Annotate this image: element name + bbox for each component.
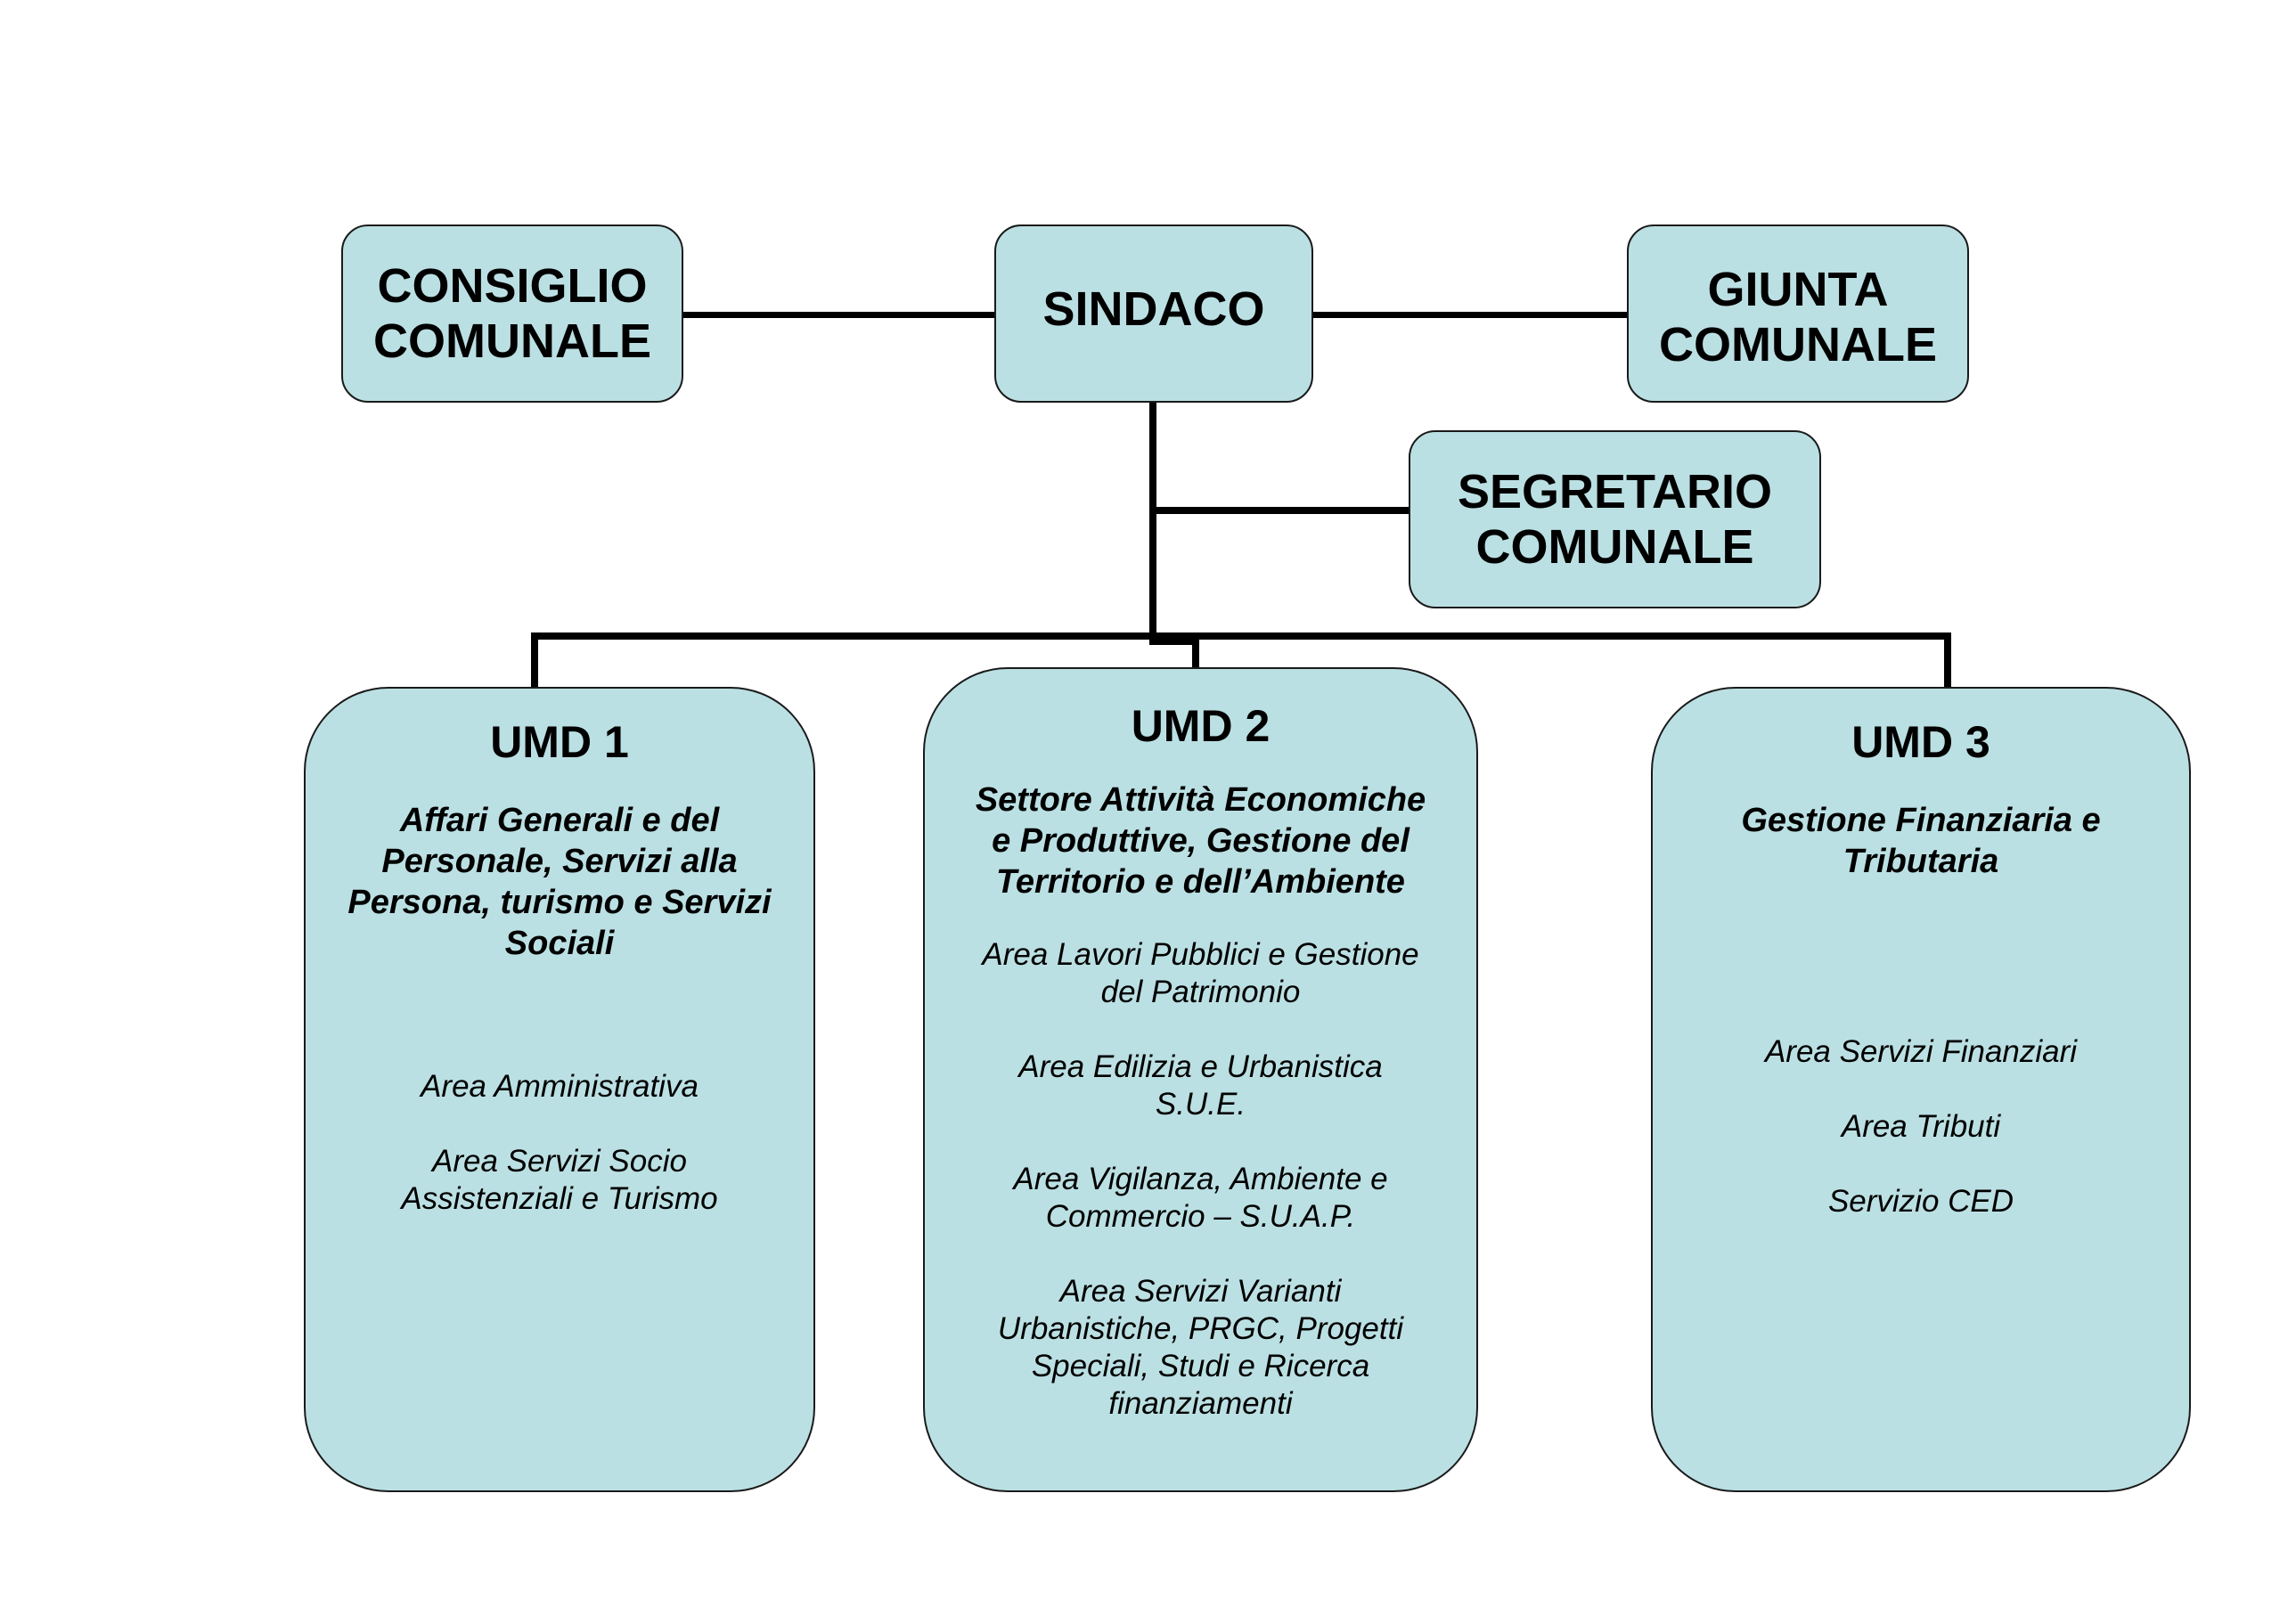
umd2-subtitle-line: Settore Attività Economiche	[975, 781, 1426, 819]
connector-sindaco-giunta	[1311, 312, 1628, 318]
area-line: del Patrimonio	[1100, 975, 1301, 1009]
umd2-subtitle: Settore Attività Economiche e Produttive…	[952, 779, 1450, 902]
area-line: S.U.E.	[1155, 1087, 1246, 1122]
umd1-area-item: Area Amministrativa	[332, 1068, 787, 1106]
umd1-subtitle-line: Persona, turismo e Servizi	[347, 884, 772, 921]
umd2-box: UMD 2 Settore Attività Economiche e Prod…	[923, 667, 1478, 1492]
consiglio-label-line2: COMUNALE	[373, 314, 651, 368]
area-line: Area Amministrativa	[421, 1069, 699, 1104]
umd3-area-item: Area Servizi Finanziari	[1679, 1033, 2162, 1071]
umd2-subtitle-line: Territorio e dell’Ambiente	[996, 863, 1405, 901]
area-line: finanziamenti	[1108, 1386, 1293, 1421]
giunta-label-line1: GIUNTA	[1707, 263, 1889, 316]
connector-umd1-drop	[531, 632, 538, 689]
consiglio-comunale-box: CONSIGLIO COMUNALE	[341, 224, 683, 403]
umd3-subtitle-line: Gestione Finanziaria e	[1741, 802, 2101, 839]
connector-umd-jog	[1149, 638, 1199, 645]
area-line: Speciali, Studi e Ricerca	[1031, 1349, 1370, 1383]
umd3-area-item: Servizio CED	[1679, 1183, 2162, 1220]
umd2-area-item: Area Lavori Pubblici e Gestione del Patr…	[952, 936, 1450, 1011]
umd3-subtitle: Gestione Finanziaria e Tributaria	[1679, 800, 2162, 882]
area-line: Area Vigilanza, Ambiente e	[1013, 1162, 1388, 1196]
segretario-label-line2: COMUNALE	[1475, 520, 1754, 574]
area-line: Servizio CED	[1827, 1184, 2014, 1219]
giunta-comunale-box: GIUNTA COMUNALE	[1627, 224, 1969, 403]
umd1-subtitle: Affari Generali e del Personale, Servizi…	[332, 800, 787, 964]
umd1-box: UMD 1 Affari Generali e del Personale, S…	[304, 687, 815, 1492]
area-line: Urbanistiche, PRGC, Progetti	[997, 1311, 1404, 1346]
area-line: Area Servizi Socio	[432, 1144, 687, 1179]
umd1-subtitle-line: Sociali	[504, 925, 615, 962]
umd2-area-item: Area Servizi Varianti Urbanistiche, PRGC…	[952, 1273, 1450, 1423]
connector-trunk-segretario	[1149, 507, 1409, 514]
consiglio-label-line1: CONSIGLIO	[377, 259, 648, 313]
umd1-title: UMD 1	[490, 717, 629, 767]
umd2-area-item: Area Vigilanza, Ambiente e Commercio – S…	[952, 1161, 1450, 1236]
area-line: Area Edilizia e Urbanistica	[1018, 1049, 1383, 1084]
area-line: Area Servizi Finanziari	[1764, 1034, 2078, 1069]
umd3-box: UMD 3 Gestione Finanziaria e Tributaria …	[1651, 687, 2191, 1492]
connector-umd3-drop	[1944, 632, 1951, 689]
umd1-subtitle-line: Affari Generali e del	[399, 802, 720, 839]
umd2-area-item: Area Edilizia e Urbanistica S.U.E.	[952, 1049, 1450, 1123]
umd3-subtitle-line: Tributaria	[1843, 843, 1999, 880]
umd2-title: UMD 2	[1131, 701, 1271, 751]
sindaco-box: SINDACO	[994, 224, 1313, 403]
umd1-subtitle-line: Personale, Servizi alla	[381, 843, 738, 880]
umd3-title: UMD 3	[1851, 717, 1990, 767]
umd3-area-item: Area Tributi	[1679, 1108, 2162, 1146]
sindaco-label: SINDACO	[1042, 282, 1265, 336]
connector-consiglio-sindaco	[682, 312, 995, 318]
connector-umd2-drop	[1192, 638, 1199, 669]
segretario-comunale-box: SEGRETARIO COMUNALE	[1409, 430, 1821, 608]
connector-sindaco-trunk	[1149, 402, 1156, 644]
umd2-subtitle-line: e Produttive, Gestione del	[992, 822, 1409, 860]
area-line: Assistenziali e Turismo	[401, 1181, 718, 1216]
connector-umd-bar	[531, 632, 1951, 640]
area-line: Area Lavori Pubblici e Gestione	[982, 937, 1419, 972]
area-line: Area Tributi	[1841, 1109, 2001, 1144]
umd1-area-item: Area Servizi Socio Assistenziali e Turis…	[332, 1143, 787, 1218]
area-line: Commercio – S.U.A.P.	[1045, 1199, 1356, 1234]
giunta-label-line2: COMUNALE	[1659, 318, 1937, 371]
segretario-label-line1: SEGRETARIO	[1457, 465, 1773, 518]
area-line: Area Servizi Varianti	[1059, 1274, 1342, 1309]
